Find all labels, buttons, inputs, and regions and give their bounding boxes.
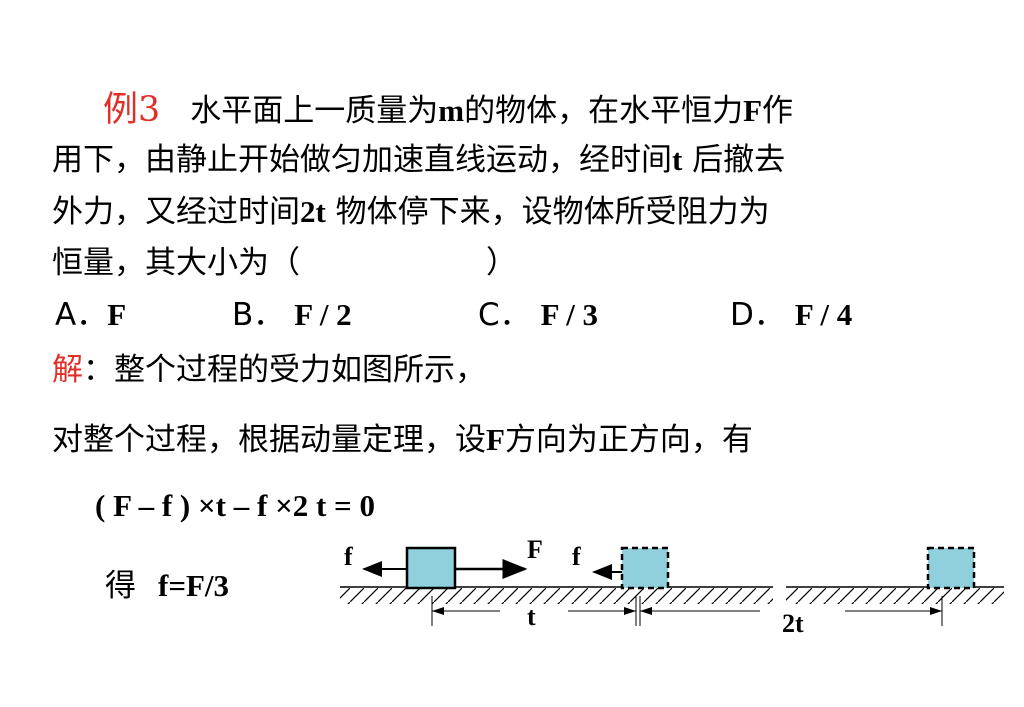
solution-text-2a: 对整个过程，根据动量定理，设 <box>52 422 486 458</box>
result-line: 得 f=F/3 <box>105 566 229 606</box>
problem-text-1b: 的物体，在水平恒力 <box>464 93 744 129</box>
option-c-value: F / 3 <box>540 297 599 332</box>
solution-force-symbol: F <box>486 422 505 457</box>
problem-text-4: 恒量，其大小为（ ） <box>52 245 517 281</box>
option-b[interactable]: B． F / 2 <box>232 295 352 335</box>
solution-line-2: 对整个过程，根据动量定理，设F方向为正方向，有 <box>52 420 753 460</box>
option-b-value: F / 2 <box>294 297 352 332</box>
problem-text-2b: 后撤去 <box>682 142 786 178</box>
block-final <box>926 546 976 590</box>
problem-line-1: 例3 水平面上一质量为m的物体，在水平恒力F作 <box>55 90 793 131</box>
block-at-t <box>620 546 670 590</box>
solution-text-2b: 方向为正方向，有 <box>504 422 753 458</box>
force-symbol: F <box>743 93 763 128</box>
option-a[interactable]: A．F <box>55 295 126 335</box>
option-a-letter: A． <box>55 297 108 333</box>
option-d-value: F / 4 <box>794 297 853 332</box>
solution-label: 解 <box>52 352 83 388</box>
momentum-equation: ( F – f ) ×t – f ×2 t = 0 <box>95 488 375 523</box>
duration-label-2t: 2t <box>782 609 804 638</box>
result-value: f=F/3 <box>158 568 230 603</box>
time-symbol: t <box>672 142 683 177</box>
option-a-value: F <box>107 297 127 332</box>
solution-text-1: ：整个过程的受力如图所示， <box>83 352 486 388</box>
problem-text-3b: 物体停下来，设物体所受阻力为 <box>325 194 770 230</box>
problem-text-2a: 用下，由静止开始做匀加速直线运动，经时间 <box>52 142 672 178</box>
solution-line-1: 解：整个过程的受力如图所示， <box>52 350 486 390</box>
mass-symbol: m <box>438 93 465 128</box>
example-label: 例3 <box>103 90 161 130</box>
friction-label-1: f <box>344 542 353 571</box>
dimension-t <box>431 596 637 626</box>
problem-line-4: 恒量，其大小为（ ） <box>52 243 517 283</box>
dimension-2t <box>639 596 943 626</box>
ground-segment-3 <box>786 586 1004 604</box>
option-c[interactable]: C． F / 3 <box>478 295 598 335</box>
result-prefix: 得 <box>105 568 136 604</box>
friction-label-2: f <box>572 542 581 571</box>
problem-text-3a: 外力，又经过时间 <box>52 194 300 230</box>
problem-line-2: 用下，由静止开始做匀加速直线运动，经时间t 后撤去 <box>52 140 785 180</box>
problem-text-1: 水平面上一质量为 <box>190 93 439 129</box>
ground-segment-2 <box>560 586 773 604</box>
option-d[interactable]: D． F / 4 <box>730 295 852 335</box>
option-d-letter: D． <box>730 297 785 333</box>
problem-line-3: 外力，又经过时间2t 物体停下来，设物体所受阻力为 <box>52 192 770 232</box>
problem-text-1c: 作 <box>762 93 794 129</box>
block-initial <box>405 546 457 590</box>
time-2t-symbol: 2t <box>300 194 326 229</box>
force-label-F: F <box>527 535 543 564</box>
option-b-letter: B． <box>232 297 285 333</box>
duration-label-t: t <box>527 602 536 631</box>
option-c-letter: C． <box>478 297 531 333</box>
